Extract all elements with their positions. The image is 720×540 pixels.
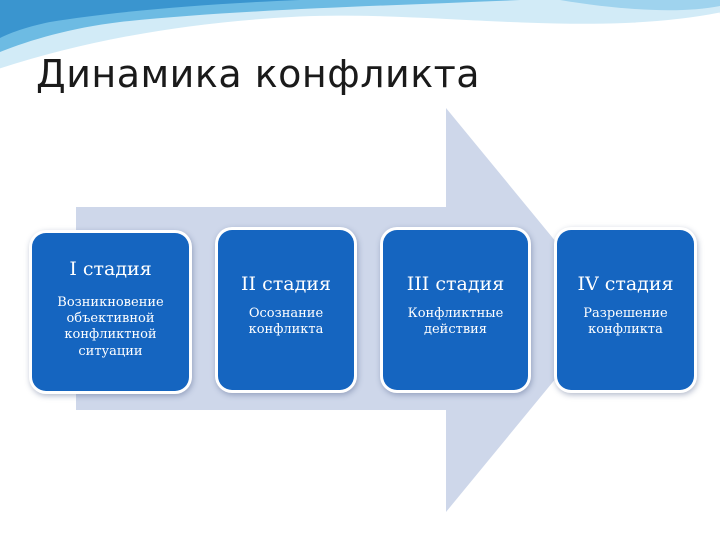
stage-box-2: II стадия Осознание конфликта: [218, 230, 354, 390]
stage-heading: I стадия: [69, 258, 152, 280]
decorative-top-wave: [0, 0, 720, 72]
stage-box-3: III стадия Конфликтные действия: [383, 230, 528, 390]
stage-description: Возникновение объективной конфликтной си…: [57, 294, 164, 359]
slide-title: Динамика конфликта: [36, 52, 481, 96]
stage-description: Осознание конфликта: [248, 305, 324, 338]
stage-heading: II стадия: [241, 273, 331, 295]
wave-right-accent: [560, 0, 720, 11]
wave-light-band: [0, 0, 720, 70]
stage-box-4: IV стадия Разрешение конфликта: [557, 230, 694, 390]
stage-description: Разрешение конфликта: [583, 305, 668, 338]
wave-white-line: [0, 12, 720, 72]
wave-mid-band: [0, 0, 520, 52]
stage-box-1: I стадия Возникновение объективной конфл…: [32, 233, 189, 391]
wave-dark-band: [0, 0, 300, 38]
stage-heading: IV стадия: [577, 273, 674, 295]
stage-heading: III стадия: [406, 273, 505, 295]
stage-description: Конфликтные действия: [407, 305, 504, 338]
